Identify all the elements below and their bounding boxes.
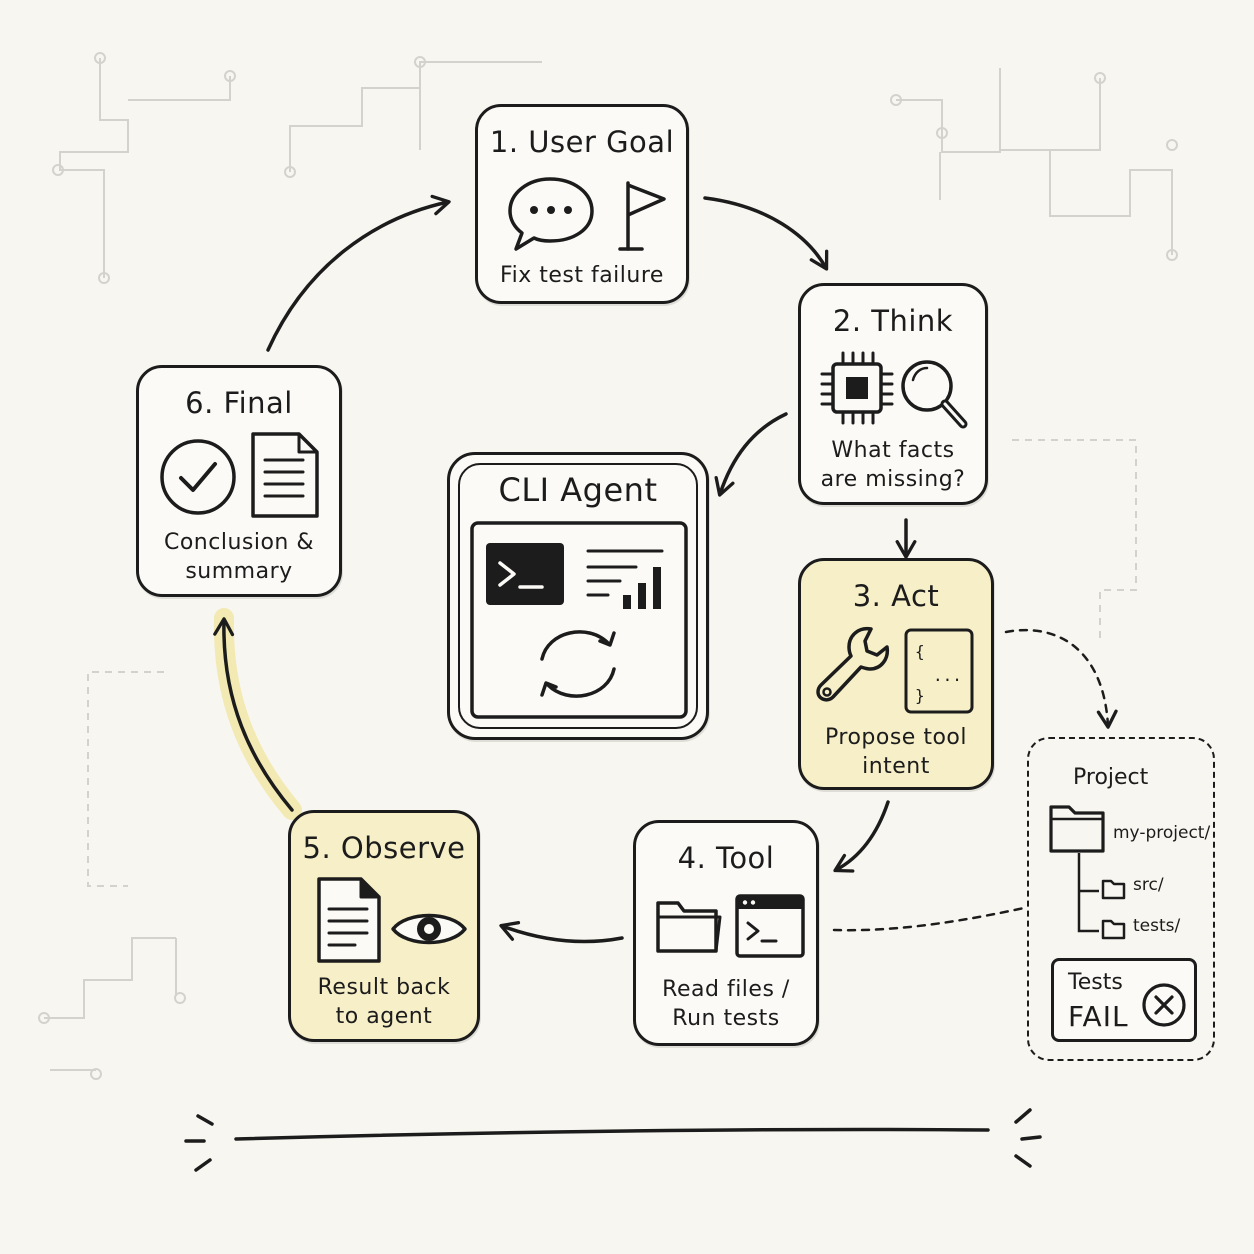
folder-icon [1101, 919, 1126, 940]
svg-text:}: } [915, 686, 925, 705]
step-title: 6. Final [185, 386, 293, 420]
connector-tool-to-project [832, 906, 1026, 932]
step-caption: Fix test failure [478, 261, 686, 290]
step-think: 2. Think What facts are missing? [798, 283, 988, 505]
step-user-goal: 1. User Goal Fix test failure [475, 104, 689, 304]
step-title: 4. Tool [677, 841, 775, 875]
agent-console-icon [470, 521, 688, 719]
arrow-act-to-project [1004, 628, 1118, 729]
caption-line: Fix test failure [500, 263, 664, 288]
step-caption: Read files / Run tests [636, 975, 816, 1033]
arrow-act-to-tool [833, 800, 890, 873]
wrench-icon [816, 626, 890, 702]
document-icon [251, 432, 319, 518]
code-braces-icon: { ... } [904, 628, 974, 714]
arrow-goal-to-think [703, 196, 829, 271]
bottom-divider [184, 1108, 1042, 1172]
test-status-label: Tests [1068, 970, 1123, 995]
step-caption: Propose tool intent [801, 723, 991, 781]
circuit-decoration [38, 52, 1178, 1080]
arrow-observe-to-final [213, 617, 294, 812]
svg-text:...: ... [933, 666, 962, 685]
arrow-glow-observe-to-final [213, 608, 302, 820]
step-caption: What facts are missing? [801, 436, 985, 494]
caption-line: are missing? [820, 467, 966, 492]
step-tool: 4. Tool Read files / Run tests [633, 820, 819, 1046]
project-title: Project [1073, 765, 1149, 790]
arrow-think-to-agent [714, 412, 788, 497]
step-act: 3. Act { ... } Propose tool intent [798, 558, 994, 790]
step-caption: Result back to agent [291, 973, 477, 1031]
check-circle-icon [160, 439, 236, 515]
document-icon [317, 877, 381, 963]
caption-line: Result back [317, 975, 451, 1000]
project-tree-icon [1049, 805, 1105, 933]
caption-line: Conclusion & [163, 530, 315, 555]
speech-bubble-icon [508, 177, 594, 251]
tree-item-src: src/ [1133, 875, 1164, 895]
step-caption: Conclusion & summary [139, 528, 339, 586]
caption-line: to agent [335, 1004, 433, 1029]
arrow-tool-to-observe [499, 921, 624, 944]
caption-line: What facts [831, 438, 955, 463]
caption-line: summary [185, 559, 293, 584]
test-status-box: Tests FAIL [1051, 958, 1197, 1042]
magnifier-icon [901, 360, 968, 429]
caption-line: intent [862, 754, 930, 779]
step-observe: 5. Observe Result back to agent [288, 810, 480, 1042]
project-panel: Project my-project/ src/ tests/ Tests FA… [1027, 737, 1215, 1061]
cpu-chip-icon [820, 351, 894, 425]
step-final: 6. Final Conclusion & summary [136, 365, 342, 597]
terminal-window-icon [735, 894, 805, 958]
tree-item-tests: tests/ [1133, 916, 1181, 936]
caption-line: Read files / [662, 977, 790, 1002]
arrow-final-to-goal [266, 194, 451, 352]
cli-agent-core: CLI Agent [447, 452, 709, 740]
flag-icon [618, 181, 666, 251]
tree-item-root: my-project/ [1113, 823, 1211, 843]
test-status-value: FAIL [1068, 1000, 1129, 1033]
folder-icon [656, 901, 722, 953]
eye-icon [391, 913, 467, 945]
folder-icon [1101, 879, 1126, 900]
svg-text:{: { [915, 642, 925, 661]
fail-x-icon [1142, 983, 1186, 1027]
agent-title: CLI Agent [498, 471, 658, 509]
step-title: 1. User Goal [489, 125, 675, 159]
caption-line: Propose tool [825, 725, 967, 750]
step-title: 5. Observe [302, 831, 466, 865]
agent-frame [458, 463, 698, 729]
caption-line: Run tests [672, 1006, 780, 1031]
step-title: 3. Act [852, 579, 940, 613]
step-title: 2. Think [832, 304, 954, 338]
